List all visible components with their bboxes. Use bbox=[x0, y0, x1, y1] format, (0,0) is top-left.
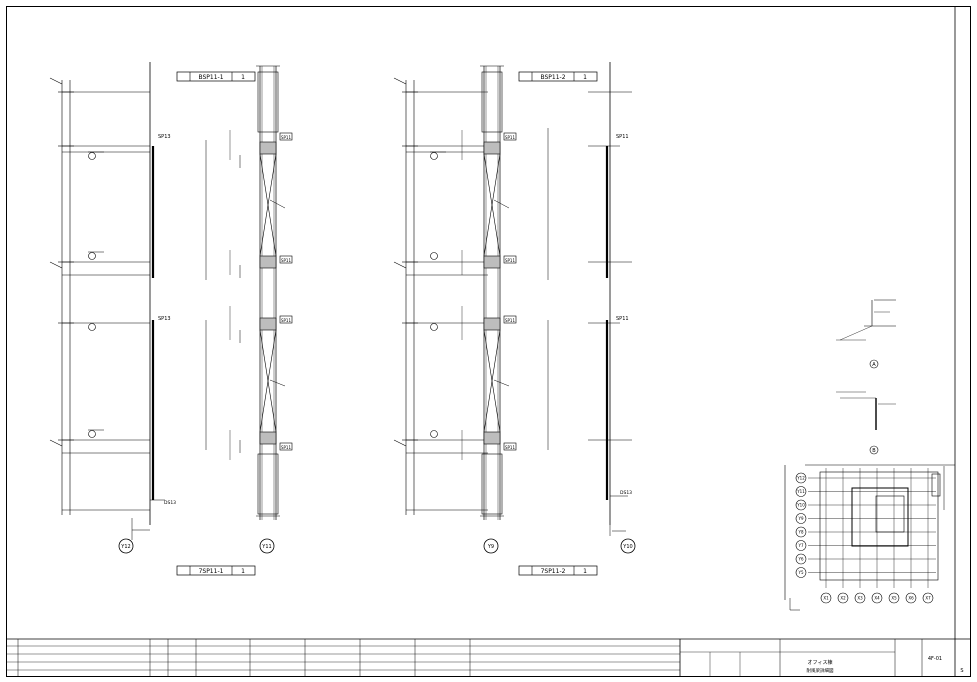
key-plan-col-label: X1 bbox=[823, 596, 829, 601]
plate-tag-left-2: SP11 bbox=[281, 258, 291, 263]
sheet-code: S bbox=[960, 668, 963, 674]
detail-b-caption: B bbox=[872, 448, 876, 454]
member-qty-bottom-left: 1 bbox=[241, 568, 245, 575]
base-tag-left: DS13 bbox=[164, 500, 176, 506]
key-plan-row-bubble bbox=[795, 486, 807, 497]
key-plan-col-label: X5 bbox=[891, 596, 897, 601]
grid-bubble-right-b: Y10 bbox=[622, 544, 632, 550]
member-label-box-bottom-right bbox=[518, 565, 598, 576]
slab-tag-lower-right: SP11 bbox=[616, 316, 629, 322]
key-plan-col-label: X3 bbox=[857, 596, 863, 601]
grid-bubble-left-b: Y11 bbox=[261, 544, 271, 550]
key-plan-row-bubble bbox=[795, 526, 807, 538]
key-plan-col-bubble bbox=[922, 592, 934, 604]
key-plan-row-bubble bbox=[795, 513, 807, 524]
key-plan-row-label: Y9 bbox=[798, 516, 804, 521]
elevation-right: SP11 SP11 SP11 SP11 BSP11-2 1 SP11 SP11 bbox=[393, 62, 636, 576]
grid-bubble-left-a: Y12 bbox=[120, 544, 130, 550]
key-plan-row-label: Y12 bbox=[796, 476, 805, 481]
plate-tag-right-4: SP11 bbox=[505, 445, 515, 450]
key-plan-col-label: X2 bbox=[840, 596, 846, 601]
plate-tag-left-4: SP11 bbox=[281, 445, 291, 450]
title-block: オフィス棟 耐風梁詳細図 4F-01 S bbox=[7, 638, 970, 676]
key-plan-col-bubble bbox=[888, 592, 900, 604]
key-plan-col-bubble bbox=[905, 592, 917, 604]
elevation-left: SP13 SP13 DS13 Y12 BSP11-1 1 bbox=[49, 62, 293, 576]
key-plan-row-bubble bbox=[795, 499, 807, 511]
key-plan-row-label: Y10 bbox=[796, 503, 805, 508]
detail-a: A bbox=[836, 299, 896, 369]
detail-a-caption: A bbox=[872, 362, 876, 368]
member-qty-bottom-right: 1 bbox=[583, 568, 587, 575]
slab-tag-upper-left: SP13 bbox=[158, 134, 171, 140]
drawing-title: 耐風梁詳細図 bbox=[807, 667, 834, 674]
key-plan-row-bubble bbox=[795, 540, 807, 551]
key-plan-row-label: Y8 bbox=[798, 530, 804, 535]
key-plan-row-label: Y5 bbox=[798, 570, 804, 575]
plate-tag-left-1: SP11 bbox=[281, 135, 291, 140]
slab-tag-lower-left: SP13 bbox=[158, 316, 171, 322]
key-plan-col-label: X4 bbox=[874, 596, 880, 601]
member-label-bottom-right: 7SP11-2 bbox=[541, 568, 566, 575]
member-label-top-right: BSP11-2 bbox=[540, 74, 565, 81]
member-label-top-left: BSP11-1 bbox=[198, 74, 223, 81]
key-plan-row-bubble bbox=[795, 553, 807, 565]
member-label-box-top-left bbox=[176, 71, 256, 82]
key-plan-col-bubble bbox=[820, 592, 832, 604]
plate-tag-left-3: SP11 bbox=[281, 318, 291, 323]
key-plan-col-bubble bbox=[854, 592, 866, 604]
key-plan-row-bubble bbox=[795, 567, 807, 578]
key-plan-col-bubble bbox=[871, 592, 883, 604]
detail-b: B bbox=[836, 391, 896, 455]
key-plan-col-label: X6 bbox=[908, 596, 914, 601]
project-name: オフィス棟 bbox=[808, 659, 833, 666]
key-plan-col-bubble bbox=[837, 592, 849, 604]
plate-tag-right-1: SP11 bbox=[505, 135, 515, 140]
key-plan-col-label: X7 bbox=[925, 596, 931, 601]
sheet-outer-border bbox=[6, 6, 971, 677]
base-tag-right: DS13 bbox=[620, 490, 632, 496]
plate-tag-right-2: SP11 bbox=[505, 258, 515, 263]
member-label-box-top-right bbox=[518, 71, 598, 82]
key-plan-row-label: Y11 bbox=[796, 489, 805, 494]
grid-bubble-right-a: Y9 bbox=[487, 544, 494, 550]
key-plan-row-label: Y7 bbox=[798, 543, 804, 548]
key-plan-row-label: Y6 bbox=[798, 557, 804, 562]
member-qty-top-right: 1 bbox=[583, 74, 587, 81]
plate-tag-right-3: SP11 bbox=[505, 318, 515, 323]
member-qty-top-left: 1 bbox=[241, 74, 245, 81]
member-label-box-bottom-left bbox=[176, 565, 256, 576]
member-label-bottom-left: 7SP11-1 bbox=[199, 568, 224, 575]
slab-tag-upper-right: SP11 bbox=[616, 134, 629, 140]
drawing-number: 4F-01 bbox=[928, 656, 942, 662]
key-plan-row-bubble bbox=[795, 472, 807, 484]
